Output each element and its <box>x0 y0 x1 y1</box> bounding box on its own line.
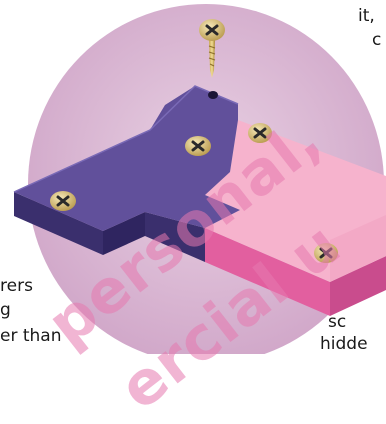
text-fragment: rers <box>0 276 33 296</box>
puzzle-illustration <box>13 4 386 364</box>
text-fragment: it, <box>358 6 375 26</box>
text-fragment: sc <box>328 312 347 332</box>
screw-icon <box>50 191 76 211</box>
screw-icon <box>314 243 338 263</box>
screw-icon <box>199 19 225 78</box>
text-fragment: c <box>372 30 382 50</box>
screw-icon <box>185 136 211 156</box>
text-fragment: er than <box>0 326 62 346</box>
screw-icon <box>248 123 272 143</box>
pink-puzzle-piece <box>205 120 386 316</box>
text-fragment: hidde <box>320 334 368 354</box>
illustration-frame: personal, ercial u it, c rers g er than … <box>0 4 386 424</box>
text-fragment: g <box>0 300 11 320</box>
